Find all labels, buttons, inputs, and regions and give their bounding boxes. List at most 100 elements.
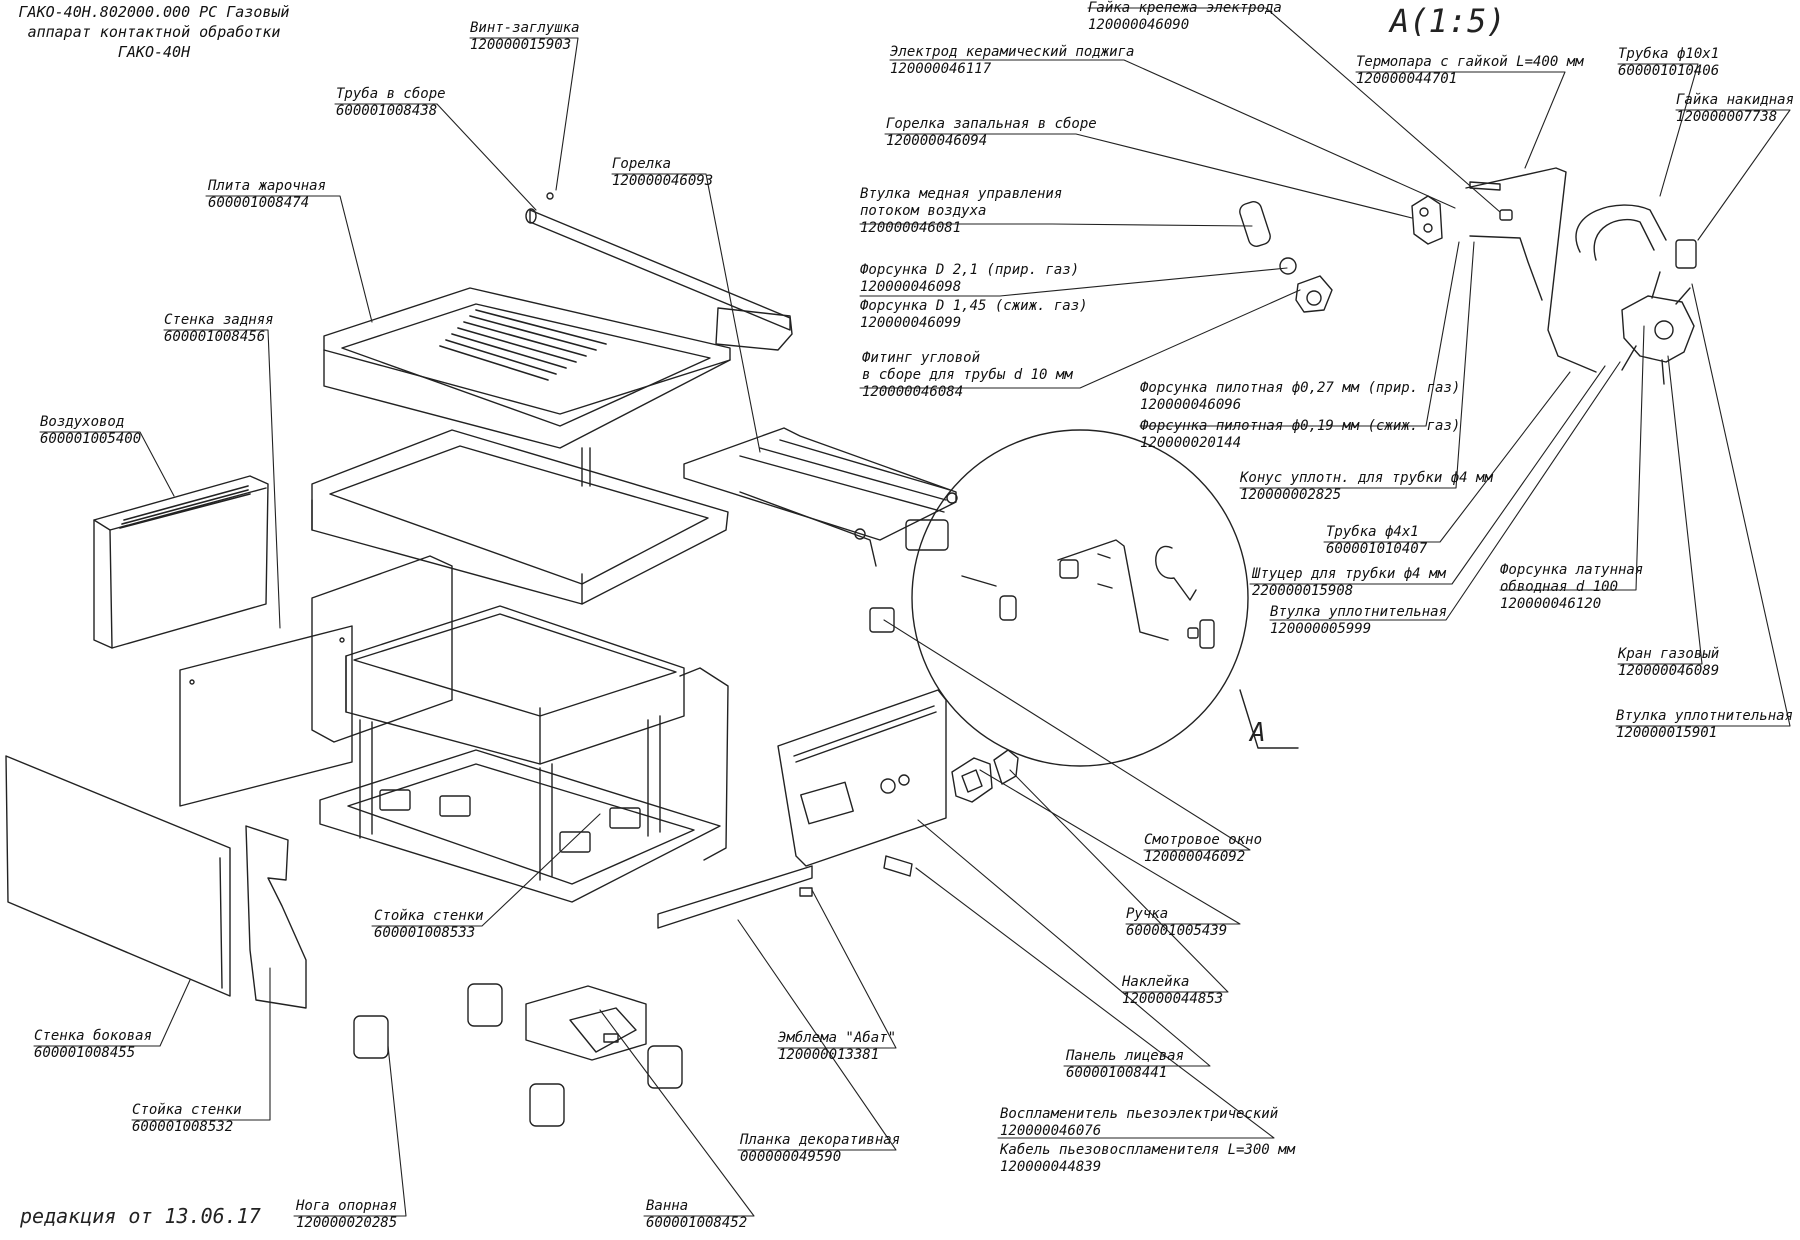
callout-planka: Планка декоративная 000000049590 bbox=[740, 1132, 900, 1166]
callout-gaika-nakidnaya: Гайка накидная 120000007738 bbox=[1676, 92, 1794, 126]
callout-name: Термопара с гайкой L=400 мм bbox=[1356, 54, 1584, 70]
callout-trubka-4: Трубка ф4х1 600001010407 bbox=[1326, 524, 1427, 558]
callout-name: Форсунка латунная bbox=[1500, 562, 1644, 578]
callout-name: Смотровое окно bbox=[1144, 832, 1263, 848]
callout-code: 120000020144 bbox=[1140, 435, 1242, 451]
callout-name: Трубка ф10х1 bbox=[1618, 46, 1720, 62]
frame-drawing bbox=[311, 429, 729, 605]
callout-name: Горелка запальная в сборе bbox=[886, 116, 1097, 132]
callout-code: 120000046093 bbox=[612, 173, 714, 189]
callout-code: 120000046090 bbox=[1088, 17, 1190, 33]
callout-stoika-stenki-1: Стойка стенки 600001008533 bbox=[374, 908, 484, 942]
callout-name: Электрод керамический поджига bbox=[890, 44, 1135, 60]
callout-code: 120000044853 bbox=[1122, 991, 1224, 1007]
callout-code: 120000007738 bbox=[1676, 109, 1778, 125]
callout-name: Штуцер для трубки ф4 мм bbox=[1252, 566, 1446, 582]
callout-name: Плита жарочная bbox=[208, 178, 327, 194]
title-line-2: аппарат контактной обработки bbox=[27, 23, 281, 41]
callout-code: 600001005439 bbox=[1126, 923, 1228, 939]
main-body-drawing bbox=[311, 555, 729, 903]
callout-code: 600001005400 bbox=[40, 431, 142, 447]
callout-vosplamenitel: Воспламенитель пьезоэлектрический 120000… bbox=[1000, 1106, 1278, 1140]
callout-code: 120000015903 bbox=[470, 37, 572, 53]
callout-panel-litsevaya: Панель лицевая 600001008441 bbox=[1066, 1048, 1184, 1082]
callout-trubka-10: Трубка ф10х1 600001010406 bbox=[1618, 46, 1719, 80]
callout-name: Втулка медная управления bbox=[860, 186, 1063, 202]
callout-plita-zharochnaya: Плита жарочная 600001008474 bbox=[208, 178, 326, 212]
callout-stenka-zadnyaya: Стенка задняя 600001008456 bbox=[164, 312, 274, 346]
callout-name: Втулка уплотнительная bbox=[1616, 708, 1794, 724]
callout-stenka-bokovaya: Стенка боковая 600001008455 bbox=[34, 1028, 152, 1062]
callout-code: 600001010407 bbox=[1326, 541, 1428, 557]
callout-forsunka-d21: Форсунка D 2,1 (прир. газ) 120000046098 bbox=[860, 262, 1079, 296]
callout-name: Фитинг угловой bbox=[862, 350, 981, 366]
callout-code: 120000046089 bbox=[1618, 663, 1720, 679]
callout-name: Ручка bbox=[1126, 906, 1169, 922]
callout-konus: Конус уплотн. для трубки ф4 мм 120000002… bbox=[1240, 470, 1493, 504]
callout-name: Форсунка пилотная ф0,27 мм (прир. газ) bbox=[1140, 380, 1461, 396]
callout-ruchka: Ручка 600001005439 bbox=[1126, 906, 1227, 940]
callout-name: Горелка bbox=[612, 156, 672, 172]
callout-noga: Нога опорная 120000020285 bbox=[296, 1198, 397, 1232]
callout-code: 120000044701 bbox=[1356, 71, 1458, 87]
callout-stoika-stenki-2: Стойка стенки 600001008532 bbox=[132, 1102, 242, 1136]
callout-code: 120000002825 bbox=[1240, 487, 1342, 503]
callout-gorelka-zapalnaya: Горелка запальная в сборе 120000046094 bbox=[886, 116, 1097, 150]
callout-code: 120000046120 bbox=[1500, 596, 1602, 612]
callout-code: 600001008441 bbox=[1066, 1065, 1168, 1081]
back-wall-drawing bbox=[179, 625, 353, 807]
view-a-marker: А bbox=[1250, 718, 1266, 748]
callout-name: Форсунка D 1,45 (сжиж. газ) bbox=[860, 298, 1088, 314]
callout-vanna: Ванна 600001008452 bbox=[646, 1198, 747, 1232]
side-wall-drawing bbox=[5, 755, 231, 997]
callout-name-cont: потоком воздуха bbox=[860, 203, 987, 219]
callout-name: Стенка задняя bbox=[164, 312, 274, 328]
tray-drawing bbox=[525, 985, 647, 1061]
callout-code: 600001008456 bbox=[164, 329, 266, 345]
callout-name: Форсунка D 2,1 (прир. газ) bbox=[860, 262, 1080, 278]
callout-nakleika: Наклейка 120000044853 bbox=[1122, 974, 1223, 1008]
callout-shtutser: Штуцер для трубки ф4 мм 220000015908 bbox=[1252, 566, 1446, 600]
detail-a-parts bbox=[1239, 167, 1697, 385]
callout-vint-zaglushka: Винт-заглушка 120000015903 bbox=[470, 20, 580, 54]
callout-code: 120000020285 bbox=[296, 1215, 398, 1231]
callout-code: 000000049590 bbox=[740, 1149, 842, 1165]
callout-gorelka: Горелка 120000046093 bbox=[612, 156, 713, 190]
callout-name: Эмблема "Абат" bbox=[778, 1030, 897, 1046]
callout-code: 120000015901 bbox=[1616, 725, 1718, 741]
callout-name: Винт-заглушка bbox=[470, 20, 580, 36]
callout-name: Втулка уплотнительная bbox=[1270, 604, 1448, 620]
callout-truba-v-sbore: Труба в сборе 600001008438 bbox=[336, 86, 446, 120]
callout-name: Конус уплотн. для трубки ф4 мм bbox=[1240, 470, 1493, 486]
callout-fiting: Фитинг угловой в сборе для трубы d 10 мм… bbox=[862, 350, 1073, 401]
callout-code: 120000013381 bbox=[778, 1047, 880, 1063]
callout-name-cont: в сборе для трубы d 10 мм bbox=[862, 367, 1073, 383]
decorative-strip-drawing bbox=[657, 855, 913, 929]
callout-code: 600001008533 bbox=[374, 925, 476, 941]
callout-name: Ванна bbox=[646, 1198, 689, 1214]
callout-name: Стойка стенки bbox=[374, 908, 484, 924]
support-feet-drawing bbox=[353, 983, 683, 1127]
callout-elektrod: Электрод керамический поджига 1200000461… bbox=[890, 44, 1134, 78]
callout-name: Труба в сборе bbox=[336, 86, 446, 102]
callout-name: Воздуховод bbox=[40, 414, 125, 430]
callout-vtulka-mednaya: Втулка медная управления потоком воздуха… bbox=[860, 186, 1062, 237]
callout-code: 120000044839 bbox=[1000, 1159, 1102, 1175]
wall-post-drawing bbox=[245, 825, 307, 1009]
callout-code: 120000046092 bbox=[1144, 849, 1246, 865]
callout-vozdukhovod: Воздуховод 600001005400 bbox=[40, 414, 141, 448]
callout-name: Кабель пьезовоспламенителя L=300 мм bbox=[1000, 1142, 1296, 1158]
front-panel-drawing bbox=[777, 689, 947, 867]
callout-name: Стойка стенки bbox=[132, 1102, 242, 1118]
callout-code: 120000046076 bbox=[1000, 1123, 1102, 1139]
callout-forsunka-pilot-027: Форсунка пилотная ф0,27 мм (прир. газ) 1… bbox=[1140, 380, 1460, 414]
callout-code: 220000015908 bbox=[1252, 583, 1354, 599]
callout-forsunka-pilot-019: Форсунка пилотная ф0,19 мм (сжиж. газ) 1… bbox=[1140, 418, 1460, 452]
edition-note: редакция от 13.06.17 bbox=[20, 1204, 261, 1228]
callout-name: Нога опорная bbox=[296, 1198, 398, 1214]
callout-name-cont: обводная d 100 bbox=[1500, 579, 1619, 595]
callout-code: 120000046094 bbox=[886, 133, 988, 149]
callout-emblema: Эмблема "Абат" 120000013381 bbox=[778, 1030, 896, 1064]
viewing-window-drawing bbox=[869, 607, 1019, 803]
